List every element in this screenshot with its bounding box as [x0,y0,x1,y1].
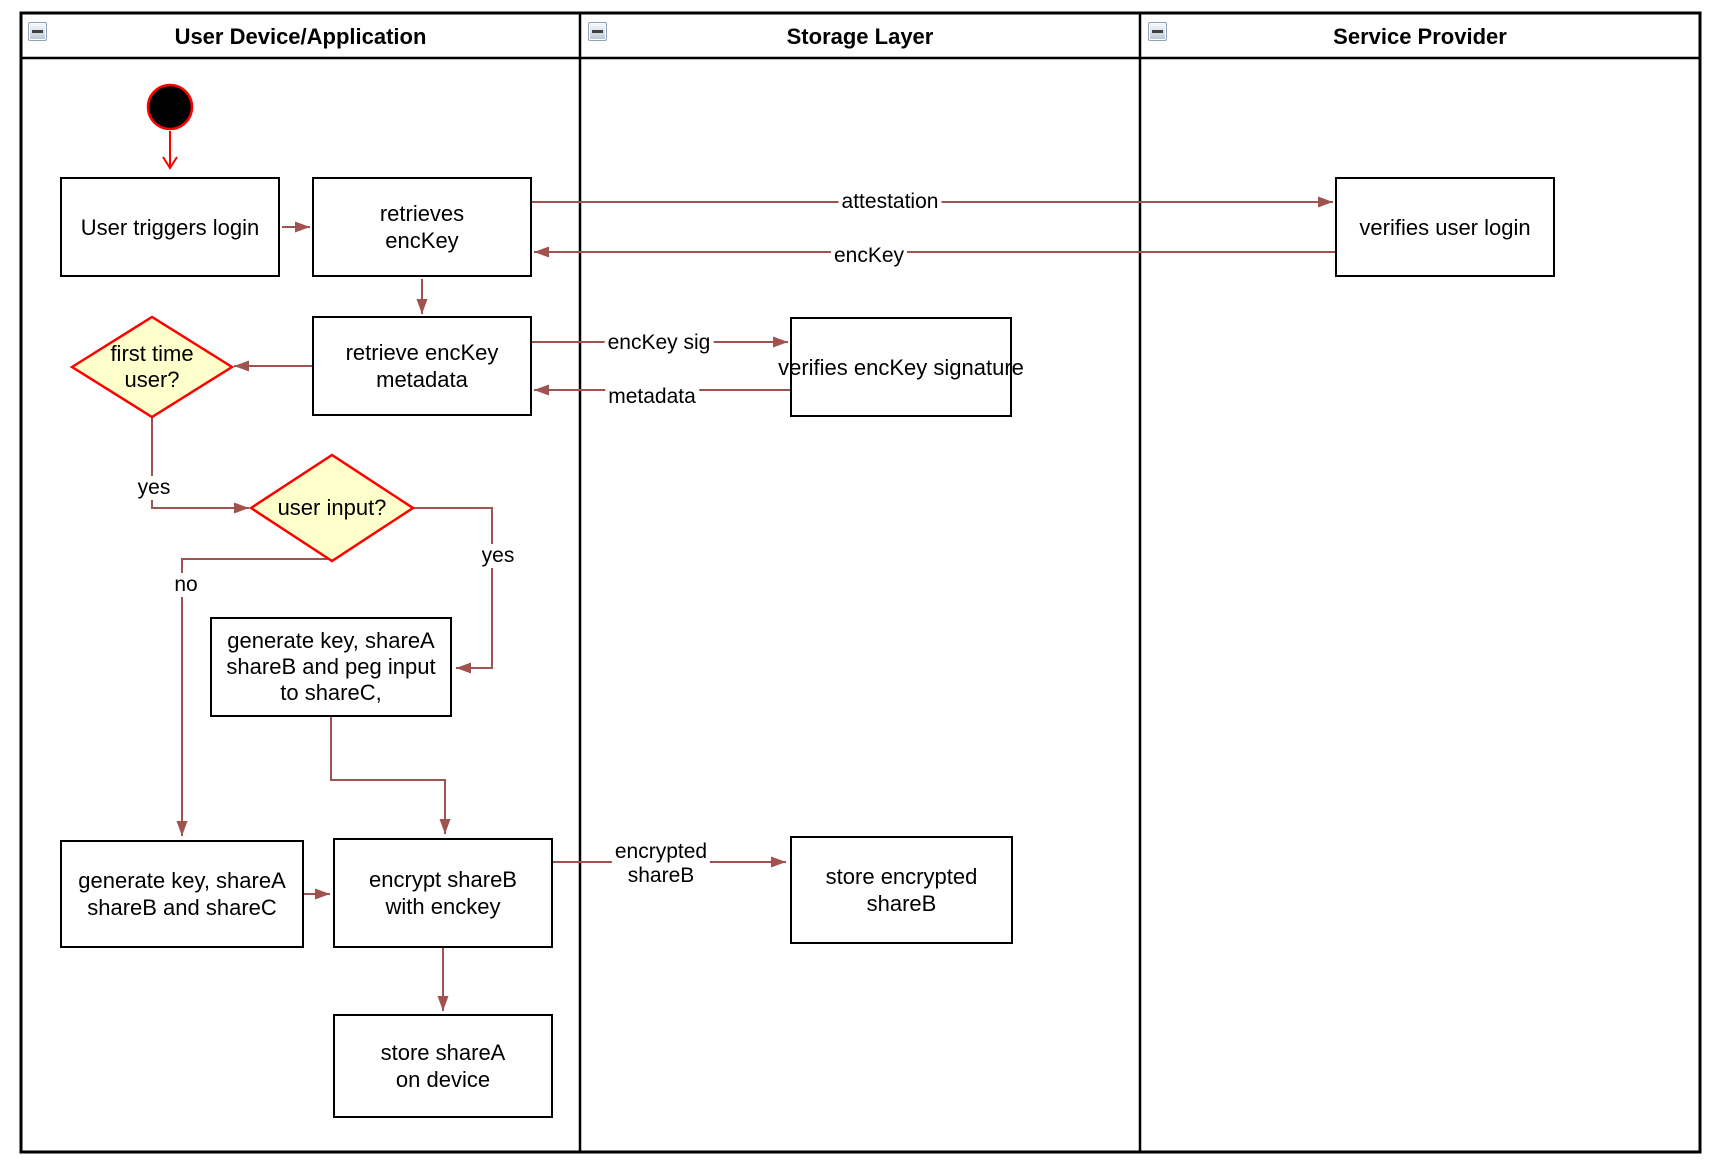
node-generate-key-peg-input[interactable]: generate key, shareA shareB and peg inpu… [210,617,452,717]
node-store-sharea-on-device[interactable]: store shareA on device [333,1014,553,1118]
edge-firsttime-yes[interactable] [151,417,249,514]
node-verifies-user-login[interactable]: verifies user login [1335,177,1555,277]
edge-label-attestation[interactable]: attestation [838,190,942,214]
decision-user-input-label[interactable]: user input? [277,495,387,520]
edge-label-yes-user-input[interactable]: yes [478,544,518,568]
edge-userinput-no[interactable] [176,558,332,836]
node-generate-key-sharec[interactable]: generate key, shareA shareB and shareC [60,840,304,948]
lane-header-service-provider[interactable]: Service Provider [1333,24,1507,49]
edge-label-enckey[interactable]: encKey [830,244,908,268]
edge-label-metadata[interactable]: metadata [605,385,699,409]
decision-user-input-shape[interactable] [248,453,416,563]
collapse-minus-icon[interactable] [588,22,607,41]
lane-header-user-device[interactable]: User Device/Application [174,24,427,49]
decision-first-time-user-label[interactable]: first time user? [110,341,194,392]
collapse-minus-icon[interactable] [1148,22,1167,41]
start-node[interactable] [146,83,194,131]
edge-label-no-user-input[interactable]: no [171,573,201,597]
node-retrieves-enckey[interactable]: retrieves encKey [312,177,532,277]
node-user-triggers-login[interactable]: User triggers login [60,177,280,277]
node-verifies-enckey-signature[interactable]: verifies encKey signature [778,317,1024,417]
edge-label-yes-first-time[interactable]: yes [134,476,174,500]
edge-label-encrypted-shareb[interactable]: encrypted shareB [611,840,711,888]
node-encrypt-shareb[interactable]: encrypt shareB with enckey [333,838,553,948]
node-retrieve-enckey-metadata[interactable]: retrieve encKey metadata [312,316,532,416]
lane-header-storage-layer[interactable]: Storage Layer [786,24,934,49]
edge-userinput-yes[interactable] [413,507,493,674]
edge-label-enckey-sig[interactable]: encKey sig [604,331,714,355]
node-store-encrypted-shareb[interactable]: store encrypted shareB [790,836,1013,944]
collapse-minus-icon[interactable] [28,22,47,41]
decision-first-time-user-shape[interactable] [69,315,235,419]
edge-peg-to-encrypt[interactable] [330,717,451,834]
